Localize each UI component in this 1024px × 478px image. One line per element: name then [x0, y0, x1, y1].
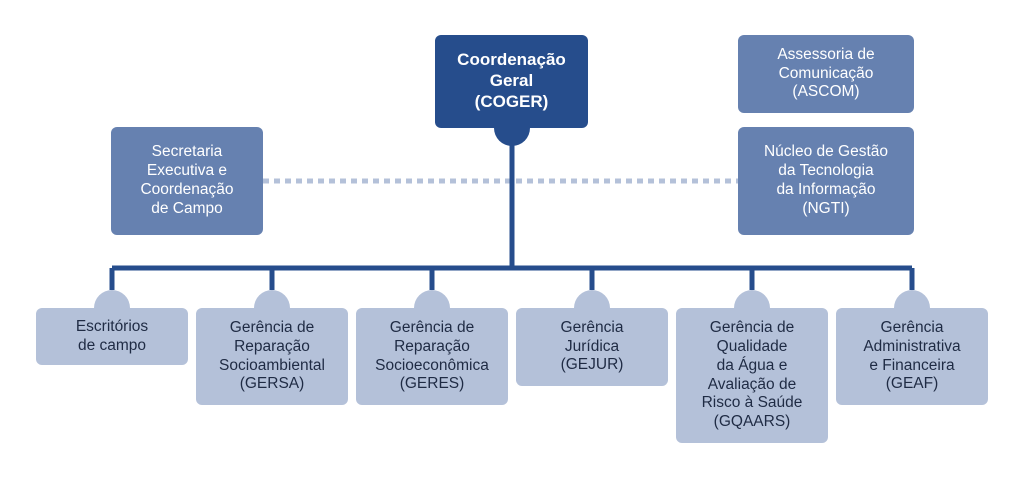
unit-label: Gerência de Reparação Socioambiental (GE…: [219, 318, 325, 393]
unit-label: Gerência de Qualidade da Água e Avaliaçã…: [701, 318, 803, 431]
unit-box-geaf: Gerência Administrativa e Financeira (GE…: [836, 308, 988, 405]
unit-label: Gerência Jurídica (GEJUR): [560, 318, 624, 374]
unit-label: Gerência de Reparação Socioeconômica (GE…: [375, 318, 489, 393]
unit-box-gqaars: Gerência de Qualidade da Água e Avaliaçã…: [676, 308, 828, 443]
secretaria-box: Secretaria Executiva e Coordenação de Ca…: [111, 127, 263, 235]
unit-label: Escritórios de campo: [75, 317, 149, 354]
unit-box-geres: Gerência de Reparação Socioeconômica (GE…: [356, 308, 508, 405]
ngti-label: Núcleo de Gestão da Tecnologia da Inform…: [763, 143, 889, 217]
ngti-box: Núcleo de Gestão da Tecnologia da Inform…: [738, 127, 914, 235]
ascom-box: Assessoria de Comunicação (ASCOM): [738, 35, 914, 113]
ascom-label: Assessoria de Comunicação (ASCOM): [777, 45, 875, 101]
unit-box-gersa: Gerência de Reparação Socioambiental (GE…: [196, 308, 348, 405]
coger-box: Coordenação Geral (COGER): [435, 35, 588, 128]
unit-box-escritorios: Escritórios de campo: [36, 308, 188, 365]
unit-box-gejur: Gerência Jurídica (GEJUR): [516, 308, 668, 386]
secretaria-label: Secretaria Executiva e Coordenação de Ca…: [140, 143, 234, 217]
unit-label: Gerência Administrativa e Financeira (GE…: [863, 318, 961, 393]
coger-label: Coordenação Geral (COGER): [457, 50, 566, 111]
